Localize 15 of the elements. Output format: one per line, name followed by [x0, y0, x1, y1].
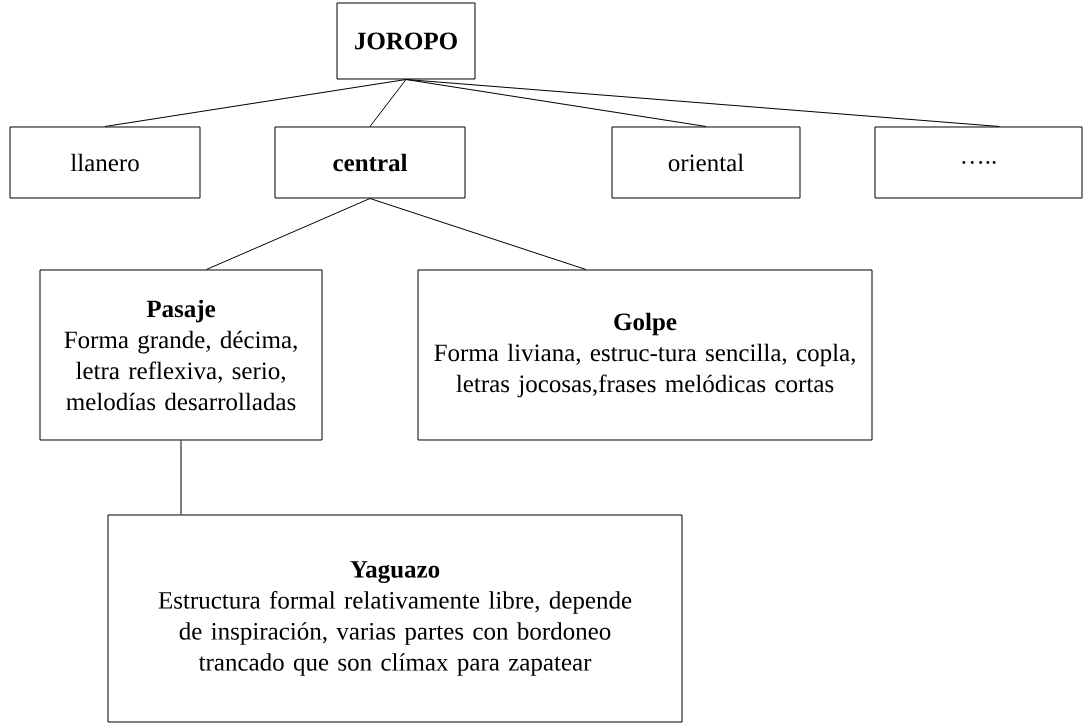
connector-line	[369, 79, 407, 127]
connector-line	[180, 440, 182, 515]
category-box: Yaguazo Estructura formal relativamente libre, depende de inspiración, varias partes con bordoneo trancado que son clímax para zapatear	[107, 514, 683, 723]
connector-line	[369, 198, 587, 270]
category-box: Pasaje Forma grande, décima, letra reflexiva, serio, melodías desarrolladas	[39, 269, 323, 441]
category-box: llanero	[9, 126, 201, 199]
connector-line	[206, 198, 371, 270]
connector-line	[405, 79, 1000, 127]
connector-line	[405, 79, 707, 127]
category-box: oriental	[611, 126, 801, 199]
category-box: Golpe Forma liviana, estruc-tura sencilla, copla, letras jocosas,frases melódicas cortas	[417, 269, 873, 441]
category-box: JOROPO	[336, 2, 476, 80]
category-box: …..	[874, 126, 1083, 199]
connector-line	[104, 79, 407, 127]
category-box: central	[274, 126, 466, 199]
